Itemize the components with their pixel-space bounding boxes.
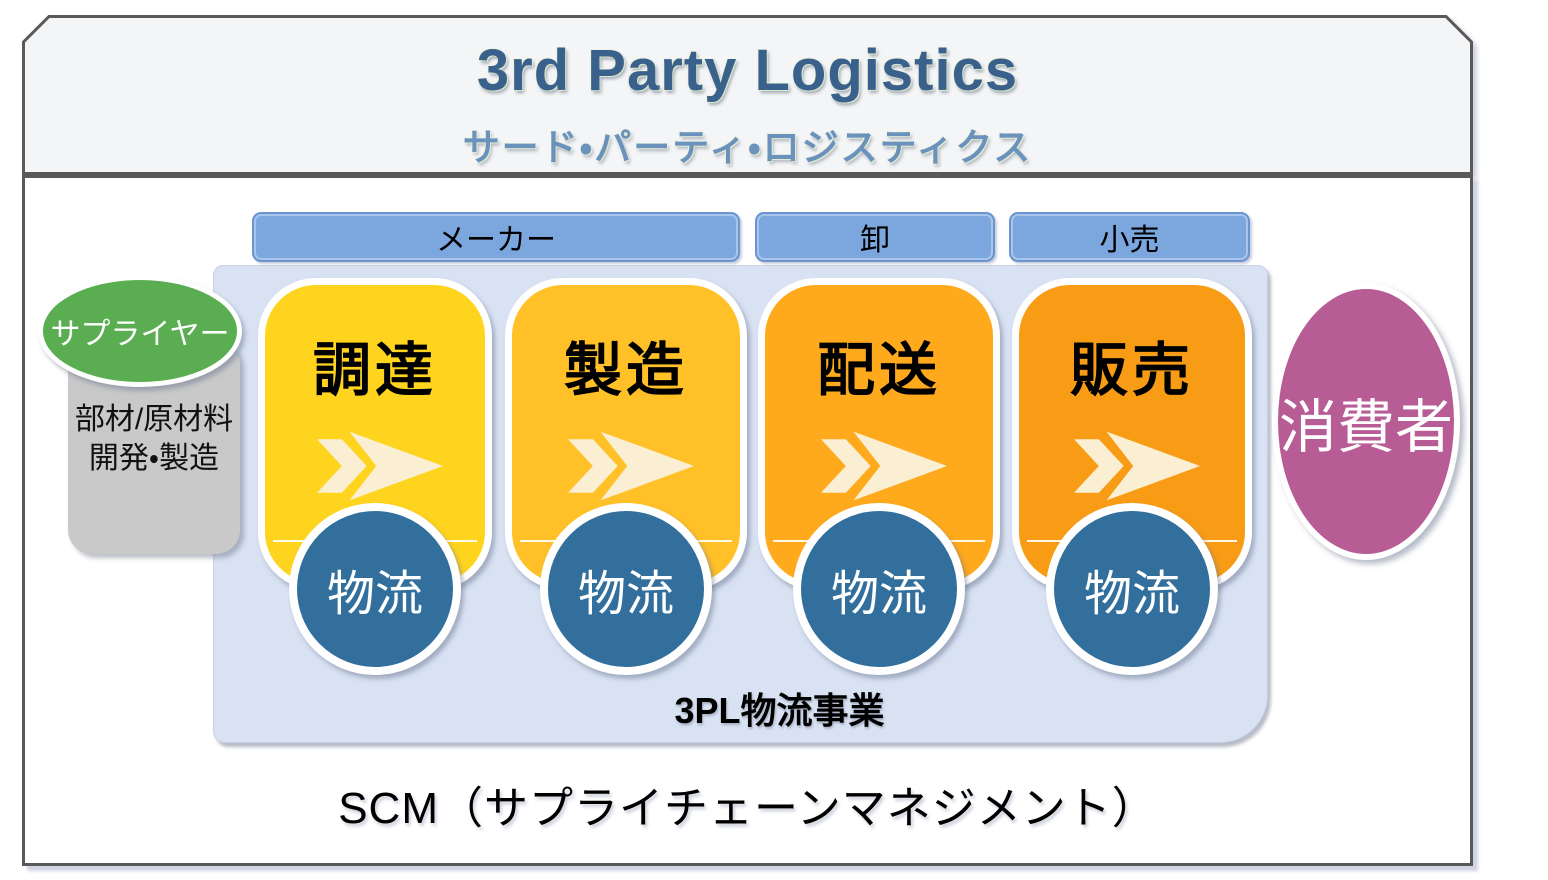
diagram-canvas: 3PL物流事業 メーカー 卸 小売 部材/原材料 開発・製造 サプライヤー 調達… (22, 175, 1473, 866)
channel-bar-label: メーカー (436, 224, 556, 257)
channel-bar-label: 小売 (1099, 224, 1160, 257)
flow-arrow-icon (317, 431, 444, 501)
supplier-ellipse: サプライヤー (38, 275, 242, 387)
banner-frame (22, 15, 1473, 175)
logistics-badge: 物流 (289, 503, 461, 675)
process-box-label: 配送 (816, 338, 941, 403)
logistics-badge-label: 物流 (326, 568, 423, 621)
flow-arrow-icon (821, 431, 948, 501)
logistics-badge-label: 物流 (830, 568, 927, 621)
logistics-badge-label: 物流 (577, 568, 674, 621)
supplier-label: サプライヤー (50, 318, 230, 351)
title-banner: 3rd Party Logistics サード・パーティ・ロジスティクス (22, 15, 1473, 175)
consumer-ellipse: 消費者 (1272, 283, 1460, 560)
supplier-description-line: 部材/原材料 (74, 403, 234, 436)
channel-bar-retail: 小売 (1009, 212, 1250, 262)
process-box-label: 販売 (1069, 338, 1194, 403)
process-box-label: 調達 (312, 338, 437, 403)
supplier-description-line: 開発・製造 (88, 442, 220, 475)
page-title: 3rd Party Logistics (476, 38, 1019, 103)
channel-bar-maker: メーカー (252, 212, 740, 262)
flow-arrow-icon (568, 431, 695, 501)
process-box-label: 製造 (563, 338, 688, 403)
logistics-badge: 物流 (1046, 503, 1218, 675)
logistics-badge-label: 物流 (1083, 568, 1180, 621)
channel-bar-label: 卸 (860, 224, 890, 257)
3pl-business-label: 3PL物流事業 (674, 690, 885, 731)
flow-arrow-icon (1074, 431, 1201, 501)
logistics-badge: 物流 (540, 503, 712, 675)
channel-bar-wholesale: 卸 (755, 212, 995, 262)
page-subtitle: サード・パーティ・ロジスティクス (462, 127, 1033, 168)
logistics-badge: 物流 (793, 503, 965, 675)
consumer-label: 消費者 (1278, 394, 1453, 460)
scm-caption: SCM（サプライチェーンマネジメント） (338, 784, 1157, 833)
